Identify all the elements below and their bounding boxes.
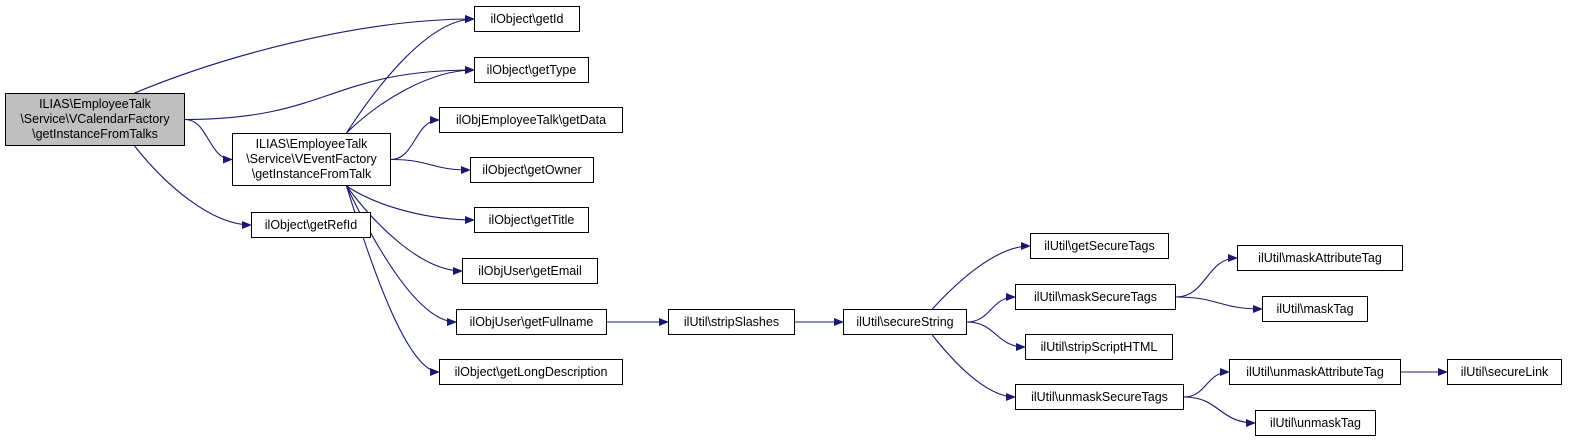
edge-secureString-to-getSecureTags	[931, 242, 1031, 310]
node-maskAttributeTag[interactable]: ilUtil\maskAttributeTag	[1237, 245, 1403, 271]
edge-root-to-eventFactory	[184, 118, 233, 164]
node-secureLink[interactable]: ilUtil\secureLink	[1447, 359, 1562, 385]
edge-eventFactory-to-getFullname	[345, 185, 457, 326]
node-unmaskTag[interactable]: ilUtil\unmaskTag	[1255, 410, 1376, 436]
node-secureString[interactable]: ilUtil\secureString	[843, 309, 967, 335]
node-getRefId[interactable]: ilObject\getRefId	[251, 212, 371, 238]
edge-eventFactory-to-getId	[346, 15, 475, 134]
node-maskSecureTags[interactable]: ilUtil\maskSecureTags	[1015, 284, 1176, 310]
edge-eventFactory-to-getTitle	[346, 185, 475, 224]
node-getId[interactable]: ilObject\getId	[474, 6, 580, 32]
edge-root-to-getType	[184, 66, 475, 121]
edge-eventFactory-to-getData	[390, 116, 440, 161]
node-getTitle[interactable]: ilObject\getTitle	[474, 207, 589, 233]
edge-secureString-to-maskSecureTags	[966, 293, 1016, 323]
edge-secureString-to-unmaskSecureTags	[931, 334, 1016, 401]
edge-root-to-getRefId	[134, 145, 252, 229]
node-maskTag[interactable]: ilUtil\maskTag	[1262, 296, 1368, 322]
edge-secureString-to-stripScriptHTML	[966, 321, 1026, 351]
node-stripScriptHTML[interactable]: ilUtil\stripScriptHTML	[1025, 334, 1173, 360]
node-stripSlashes[interactable]: ilUtil\stripSlashes	[668, 309, 795, 335]
node-getSecureTags[interactable]: ilUtil\getSecureTags	[1030, 233, 1169, 259]
edge-root-to-getId	[134, 15, 475, 94]
edge-maskSecureTags-to-maskAttributeTag	[1175, 254, 1238, 298]
node-getEmail[interactable]: ilObjUser\getEmail	[462, 258, 598, 284]
node-getOwner[interactable]: ilObject\getOwner	[470, 157, 594, 183]
edge-eventFactory-to-getEmail	[346, 185, 463, 275]
node-getType[interactable]: ilObject\getType	[474, 57, 589, 83]
node-getFullname[interactable]: ilObjUser\getFullname	[456, 309, 607, 335]
node-unmaskAttributeTag[interactable]: ilUtil\unmaskAttributeTag	[1229, 359, 1401, 385]
edge-unmaskSecureTags-to-unmaskTag	[1183, 396, 1256, 427]
node-root: ILIAS\EmployeeTalk \Service\VCalendarFac…	[5, 93, 185, 146]
edge-unmaskSecureTags-to-unmaskAttributeTag	[1183, 368, 1230, 398]
edge-eventFactory-to-getOwner	[390, 158, 471, 174]
edge-eventFactory-to-getType	[346, 66, 475, 134]
edge-maskSecureTags-to-maskTag	[1175, 296, 1263, 313]
node-unmaskSecureTags[interactable]: ilUtil\unmaskSecureTags	[1015, 384, 1184, 410]
node-eventFactory[interactable]: ILIAS\EmployeeTalk \Service\VEventFactor…	[232, 133, 391, 186]
node-getLongDescription[interactable]: ilObject\getLongDescription	[439, 359, 623, 385]
node-getData[interactable]: ilObjEmployeeTalk\getData	[439, 107, 623, 133]
